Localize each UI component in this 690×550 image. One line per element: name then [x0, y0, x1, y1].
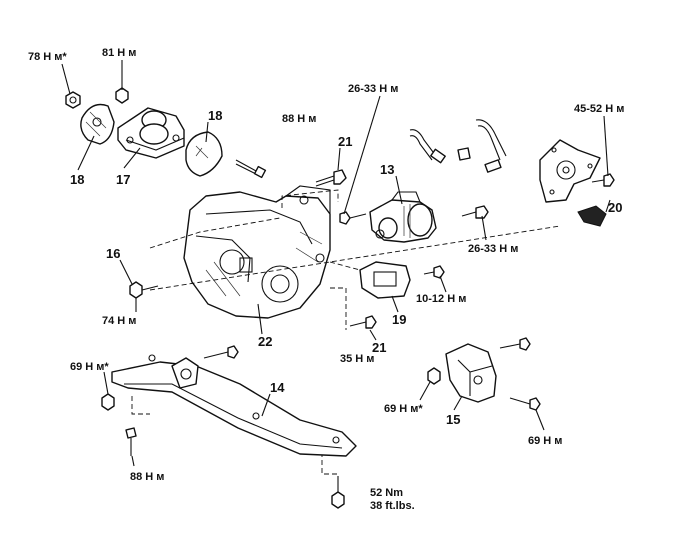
transaxle-22 [183, 185, 331, 319]
nut-81 [115, 87, 129, 104]
bracket-18-left [80, 103, 115, 145]
starter-cap [457, 147, 471, 161]
torque-label-88-top: 88 Н м [282, 113, 316, 125]
part-number-18-right: 18 [208, 108, 222, 123]
screw-small [235, 159, 267, 179]
reference-bracket-lines [131, 189, 347, 475]
crossmember-14 [111, 354, 357, 457]
torque-label-45-52: 45-52 Н м [574, 103, 624, 115]
reference-line-top [149, 217, 281, 249]
part-number-21-upper: 21 [338, 134, 352, 149]
part-number-16: 16 [106, 246, 120, 261]
part-number-18-left: 18 [70, 172, 84, 187]
bolt-10-12 [423, 265, 445, 279]
bolt-88-bottom [125, 427, 137, 456]
starter-cable-right [475, 119, 507, 173]
torque-label-81: 81 Н м [102, 47, 136, 59]
part-number-14: 14 [270, 380, 285, 395]
part-number-19: 19 [392, 312, 406, 327]
torque-label-69-mid: 69 Н м* [384, 403, 423, 415]
bolt-bracket-top [499, 337, 531, 351]
part-number-20: 20 [608, 200, 622, 215]
part-number-22: 22 [258, 334, 272, 349]
part-number-17: 17 [116, 172, 130, 187]
bolt-21-lower [349, 315, 377, 329]
drive-plate-bracket [539, 139, 601, 203]
bolt-52nm [331, 476, 345, 509]
torque-label-10-12: 10-12 Н м [416, 293, 466, 305]
nut-69-mid [427, 367, 441, 385]
bolt-16 [129, 281, 159, 299]
torque-label-26-33-top: 26-33 Н м [348, 83, 398, 95]
reference-line-long [149, 225, 561, 291]
torque-label-88-bottom: 88 Н м [130, 471, 164, 483]
torque-label-35: 35 Н м [340, 353, 374, 365]
bolt-21-upper [315, 169, 347, 187]
torque-label-74: 74 Н м [102, 315, 136, 327]
nut-78 [65, 91, 81, 109]
torque-label-26-33-right: 26-33 Н м [468, 243, 518, 255]
engine-mount-17 [117, 107, 185, 159]
torque-label-52nm: 52 Nm [370, 487, 403, 499]
bolt-crossmember-top [203, 345, 239, 359]
part-number-13: 13 [380, 162, 394, 177]
reference-line-mount [329, 261, 361, 271]
torque-label-69-right: 69 Н м [528, 435, 562, 447]
cover-plate-19 [359, 261, 411, 299]
bolt-69-right [509, 397, 541, 411]
bracket-18-right [185, 131, 223, 177]
bolt-starter-right [461, 205, 489, 219]
part-number-21-lower: 21 [372, 340, 386, 355]
torque-label-38ftlbs: 38 ft.lbs. [370, 500, 415, 512]
starter-13 [369, 191, 437, 243]
starter-cable-left [409, 129, 446, 164]
leader-lines [61, 60, 611, 467]
bracket-15 [445, 343, 497, 403]
torque-label-78: 78 Н м* [28, 51, 67, 63]
bolt-20 [591, 173, 615, 187]
nut-69-left [101, 393, 115, 411]
part-number-15: 15 [446, 412, 460, 427]
torque-label-69-left: 69 Н м* [70, 361, 109, 373]
dark-clip-20 [577, 205, 607, 227]
